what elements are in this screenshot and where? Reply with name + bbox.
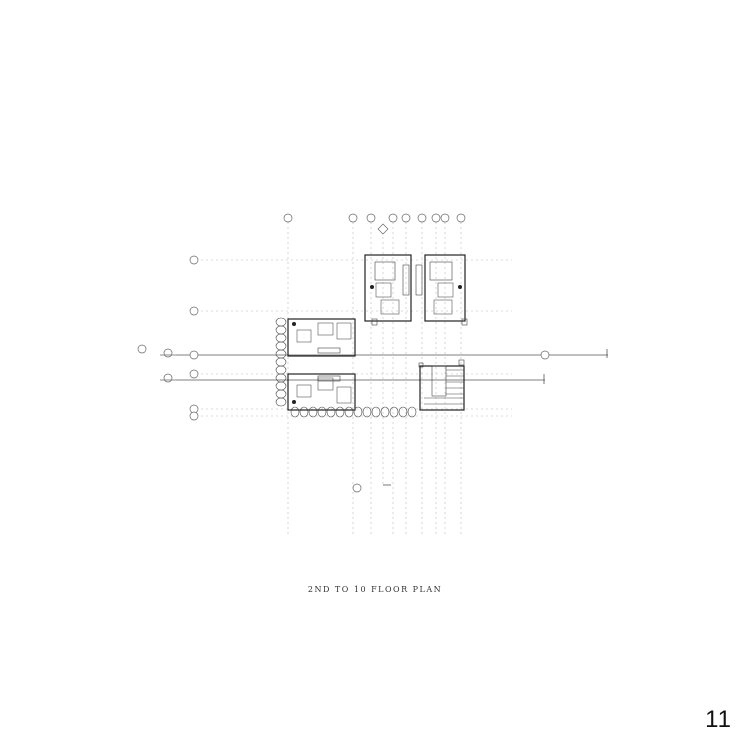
page-number: 11 bbox=[705, 706, 732, 733]
section-markers bbox=[137, 223, 608, 493]
bottom-screen-pattern bbox=[290, 406, 417, 418]
drawing-caption: 2ND TO 10 FLOOR PLAN bbox=[307, 585, 443, 594]
vertical-grid-lines bbox=[287, 222, 462, 535]
left-grid-bubbles bbox=[189, 255, 199, 421]
lower-left-units bbox=[287, 318, 356, 411]
upper-units bbox=[364, 254, 468, 326]
stair-core bbox=[418, 359, 465, 411]
horizontal-grid-lines bbox=[176, 259, 608, 417]
left-screen-pattern bbox=[275, 317, 287, 407]
top-grid-bubbles bbox=[283, 213, 466, 223]
